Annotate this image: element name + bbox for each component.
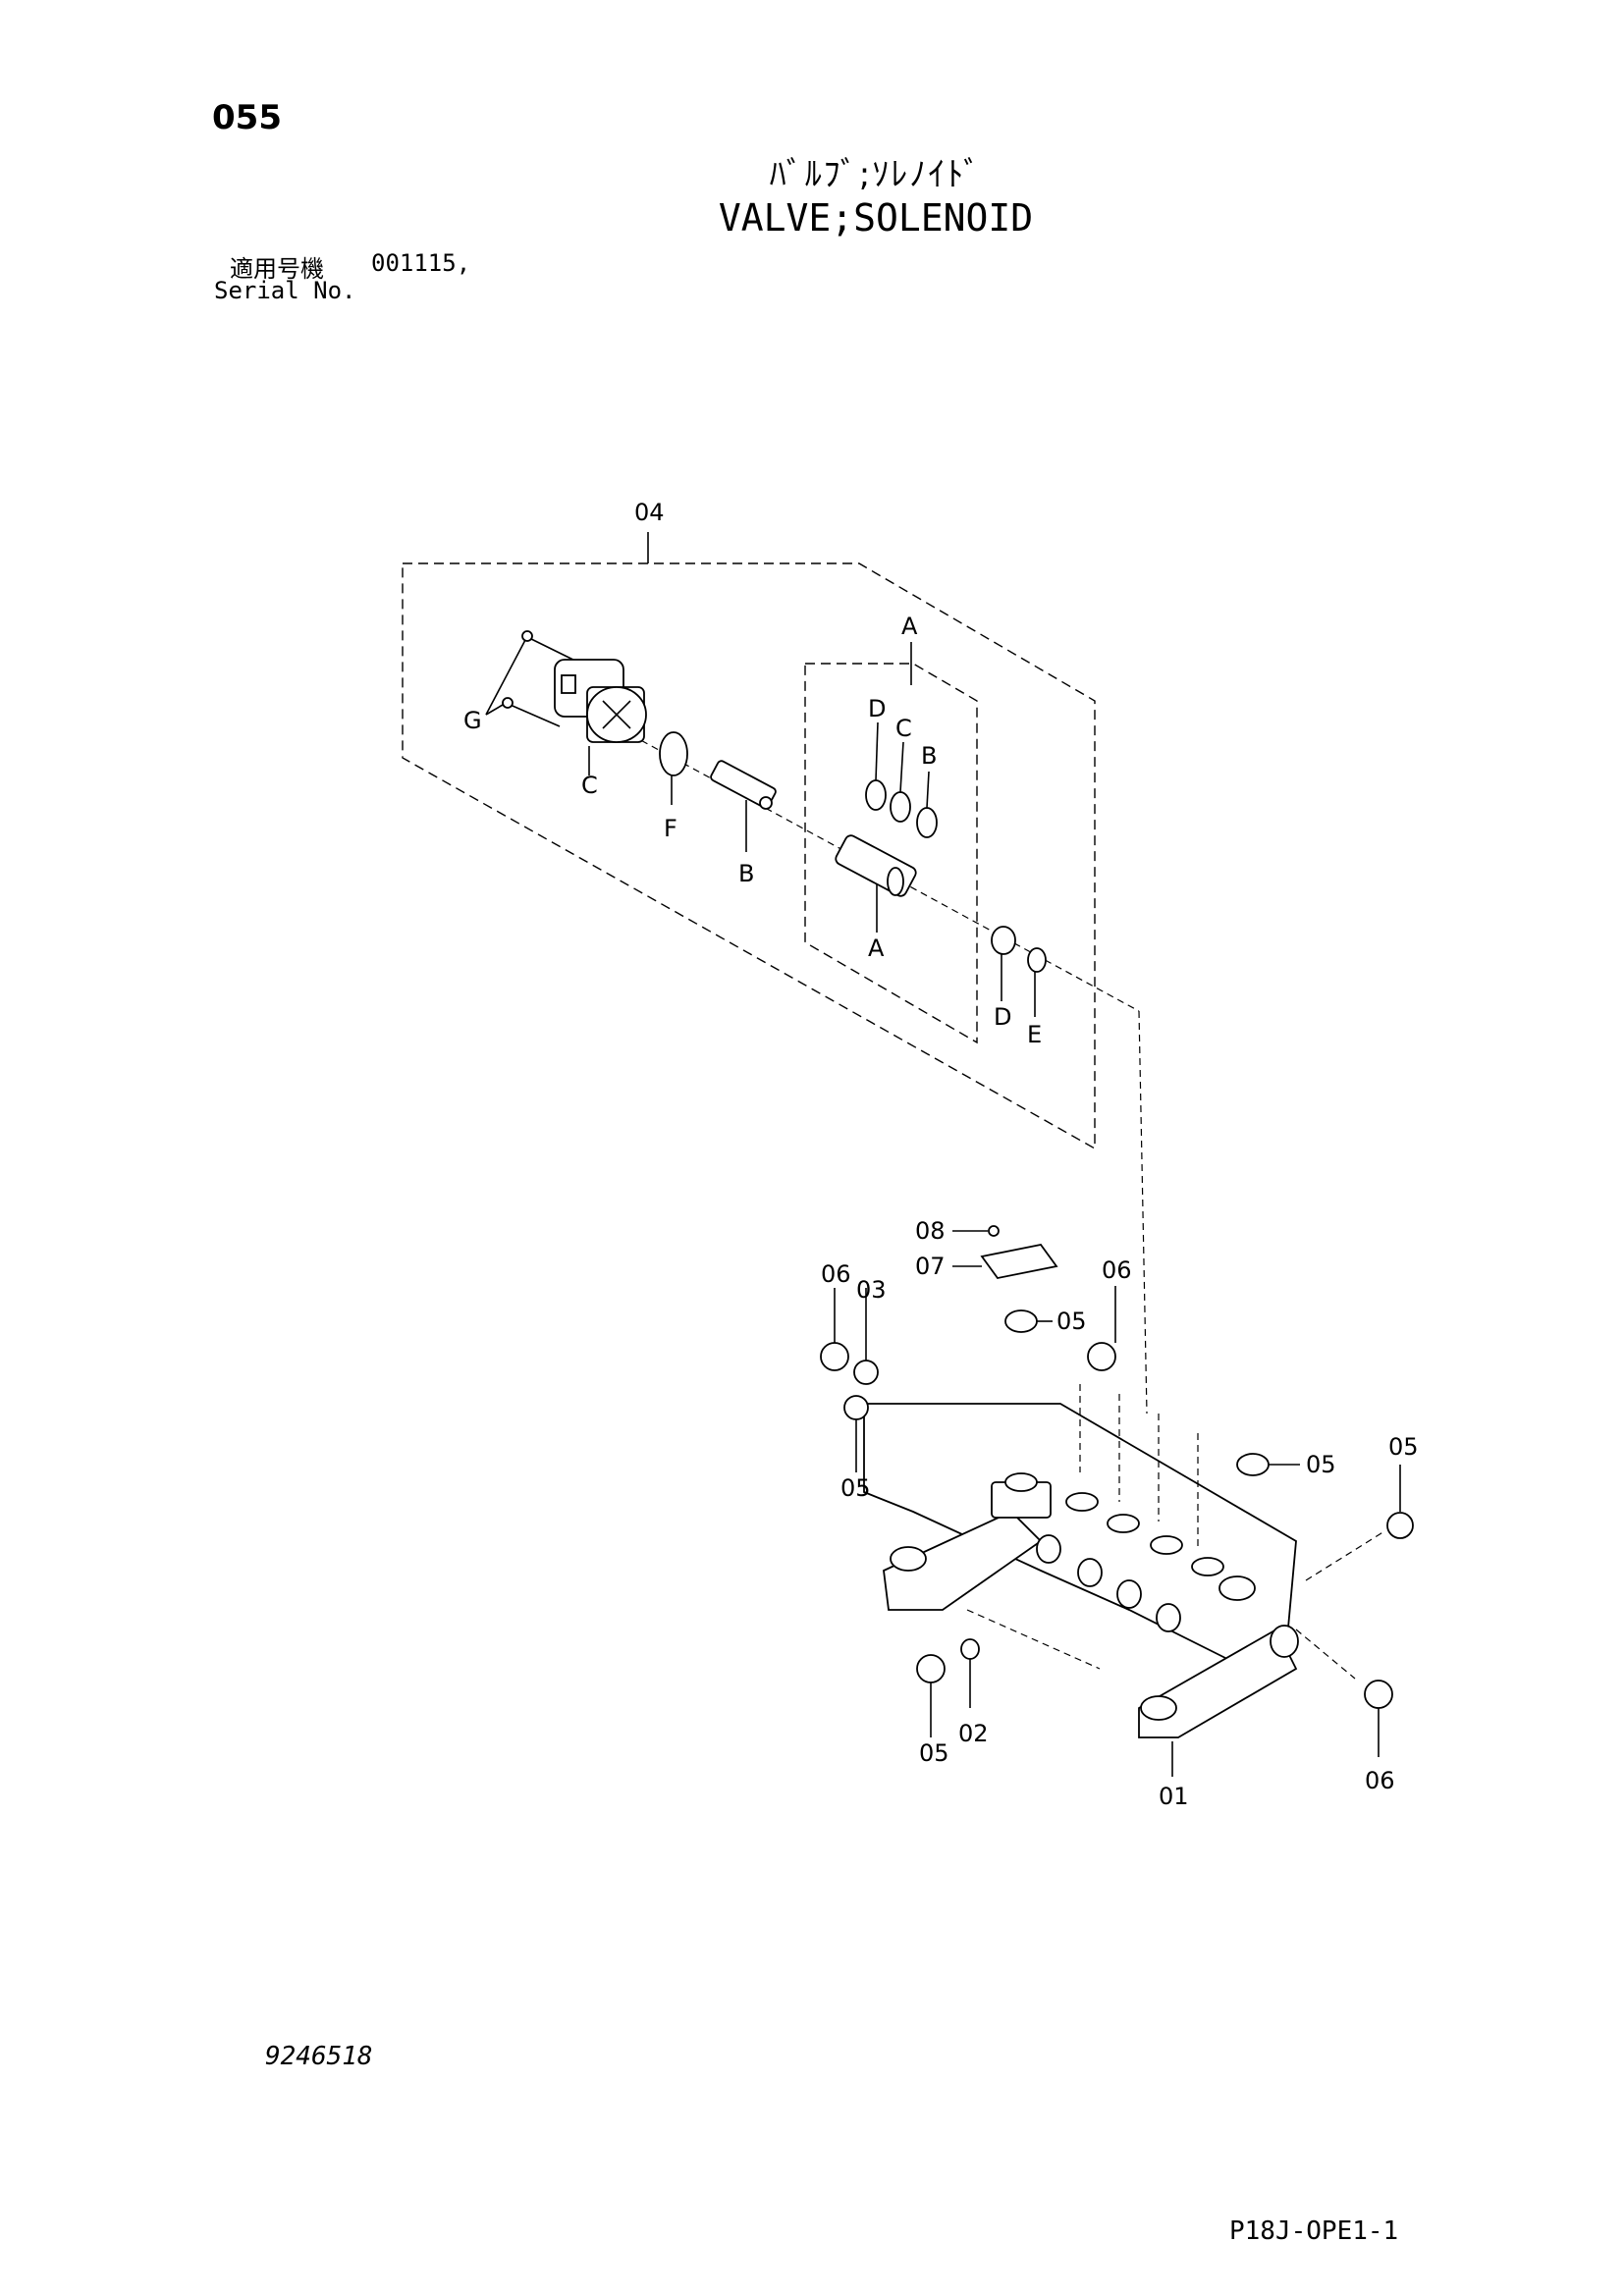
- name-plate-07-icon: [980, 1244, 1058, 1279]
- cartridge-a-icon: [835, 834, 917, 933]
- callout-01: 01: [1159, 1783, 1189, 1810]
- callout-04: 04: [634, 499, 665, 526]
- callout-a-bottom: A: [868, 934, 885, 962]
- callout-b-ring: B: [921, 742, 937, 770]
- page-title-japanese: ﾊﾞﾙﾌﾞ;ｿﾚﾉｲﾄﾞ: [769, 155, 983, 194]
- o-ring-c-icon: [890, 791, 911, 823]
- subassembly-a-boundary: [804, 663, 978, 1044]
- callout-c-ring: C: [895, 715, 912, 742]
- plug-02-icon: [960, 1638, 980, 1660]
- callout-06-top: 06: [1102, 1256, 1132, 1284]
- o-ring-f-icon: [659, 731, 688, 776]
- callout-c-coil: C: [581, 772, 598, 799]
- callout-05-bottom: 05: [919, 1739, 949, 1767]
- o-ring-d-icon: [865, 779, 887, 811]
- plug-05-mid-icon: [1236, 1453, 1270, 1476]
- plug-06-top-icon: [1087, 1342, 1116, 1371]
- page-code: P18J-OPE1-1: [1229, 2216, 1399, 2246]
- assembly-04-boundary: [402, 562, 1096, 1150]
- o-ring-b-icon: [916, 807, 938, 838]
- callout-05-top: 05: [1056, 1308, 1087, 1335]
- serial-value: 001115,: [371, 249, 471, 277]
- plug-05-bottom-icon: [916, 1654, 946, 1683]
- spool-b-icon: [710, 760, 777, 852]
- plug-05-left-icon: [843, 1395, 869, 1420]
- valve-body-icon: [863, 1403, 1299, 1777]
- callout-05-left: 05: [840, 1474, 871, 1502]
- callout-e: E: [1027, 1021, 1042, 1048]
- serial-label: Serial No.: [214, 277, 356, 304]
- callout-d-ring: D: [868, 695, 886, 722]
- callout-03: 03: [856, 1276, 887, 1304]
- plug-05-right-icon: [1386, 1512, 1414, 1539]
- backup-ring-e-icon: [1027, 947, 1047, 973]
- screw-08-icon: [988, 1225, 1000, 1237]
- drawing-number: 9246518: [265, 2042, 373, 2071]
- callout-02: 02: [958, 1720, 989, 1747]
- callout-a-top: A: [901, 613, 918, 640]
- serial-label-japanese: 適用号機: [230, 255, 324, 283]
- callout-05-mid: 05: [1306, 1451, 1336, 1478]
- callout-06-left: 06: [821, 1260, 851, 1288]
- callout-g: G: [463, 707, 482, 734]
- callout-07: 07: [915, 1253, 946, 1280]
- plug-06-bottom-icon: [1364, 1680, 1393, 1709]
- solenoid-coil-icon: [554, 659, 647, 775]
- callout-08: 08: [915, 1217, 946, 1245]
- callout-d-plug: D: [994, 1003, 1011, 1031]
- plug-03-icon: [853, 1360, 879, 1385]
- callout-b-spool: B: [738, 860, 754, 887]
- plug-05-top-icon: [1004, 1309, 1038, 1333]
- callout-05-right: 05: [1388, 1433, 1419, 1461]
- plug-d-icon: [991, 926, 1016, 955]
- callout-06-bottom: 06: [1365, 1767, 1395, 1794]
- page-number: 055: [212, 98, 282, 137]
- page-title: VALVE;SOLENOID: [718, 196, 1034, 240]
- callout-f: F: [664, 815, 677, 842]
- plug-06-left-icon: [820, 1342, 849, 1371]
